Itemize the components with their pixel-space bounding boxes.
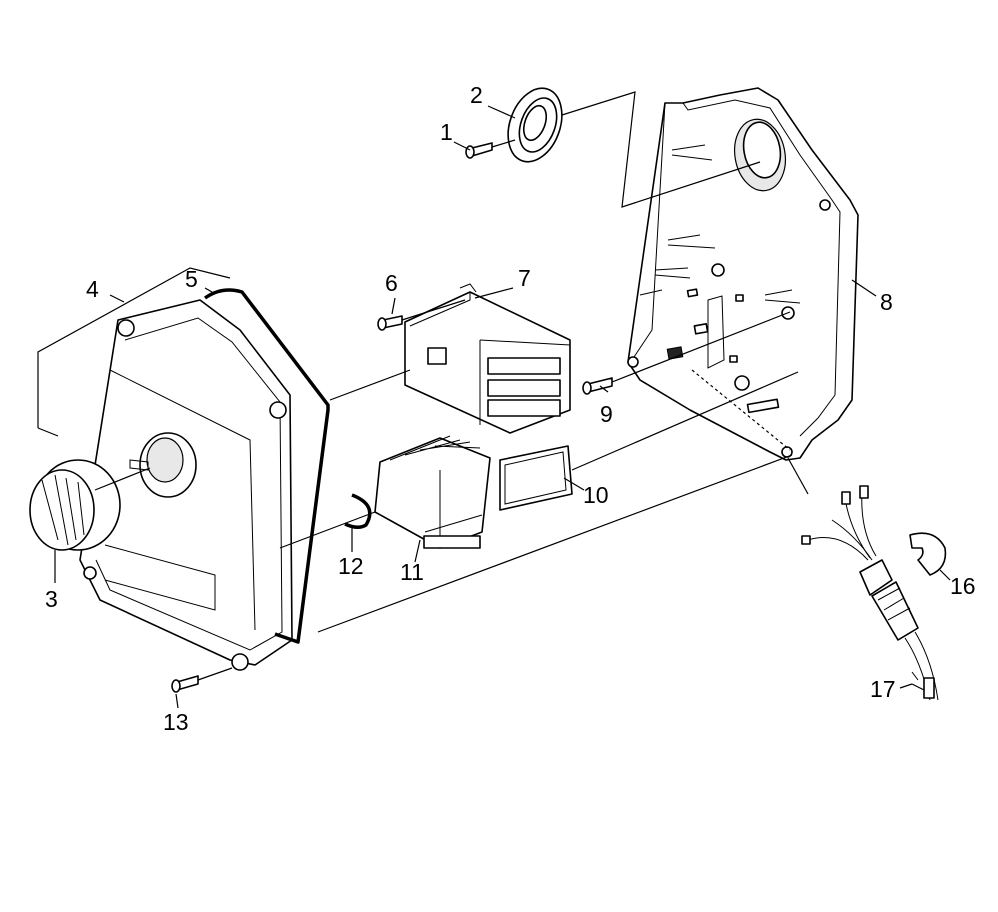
- label-part-6: 6: [385, 270, 398, 296]
- label-part-9: 9: [600, 401, 613, 427]
- screw-part-6: [377, 299, 466, 331]
- label-part-4: 4: [86, 276, 99, 302]
- relay-box-part-7: [404, 283, 571, 434]
- callout-labels: 1 2 3 4 5 6 7 8 9 10 11 12 13 16 17: [45, 82, 976, 735]
- label-part-10: 10: [583, 482, 609, 508]
- label-part-2: 2: [470, 82, 483, 108]
- label-part-5: 5: [185, 266, 198, 292]
- assembly-lines: [37, 267, 809, 633]
- label-part-12: 12: [338, 553, 364, 579]
- gasket-plate-part-10: [499, 445, 573, 511]
- label-part-7: 7: [518, 265, 531, 291]
- front-cover-part-4: [79, 299, 293, 671]
- cable-harness-part-17: [801, 485, 939, 701]
- label-part-13: 13: [163, 709, 189, 735]
- seal-part-5: [203, 288, 330, 644]
- leader-lines: [54, 105, 951, 709]
- label-part-16: 16: [950, 573, 976, 599]
- label-part-1: 1: [440, 119, 453, 145]
- knob-part-3: [29, 459, 151, 551]
- clip-part-16: [909, 532, 947, 576]
- label-part-8: 8: [880, 289, 893, 315]
- label-part-17: 17: [870, 676, 896, 702]
- screw-part-9: [582, 311, 791, 395]
- grommet-part-2: [507, 87, 761, 208]
- rear-housing-part-8: [627, 87, 859, 461]
- screw-part-13: [171, 667, 233, 693]
- screw-part-1: [465, 139, 516, 159]
- label-part-11: 11: [400, 559, 424, 585]
- heat-sink-part-11: [374, 435, 491, 549]
- label-part-3: 3: [45, 586, 58, 612]
